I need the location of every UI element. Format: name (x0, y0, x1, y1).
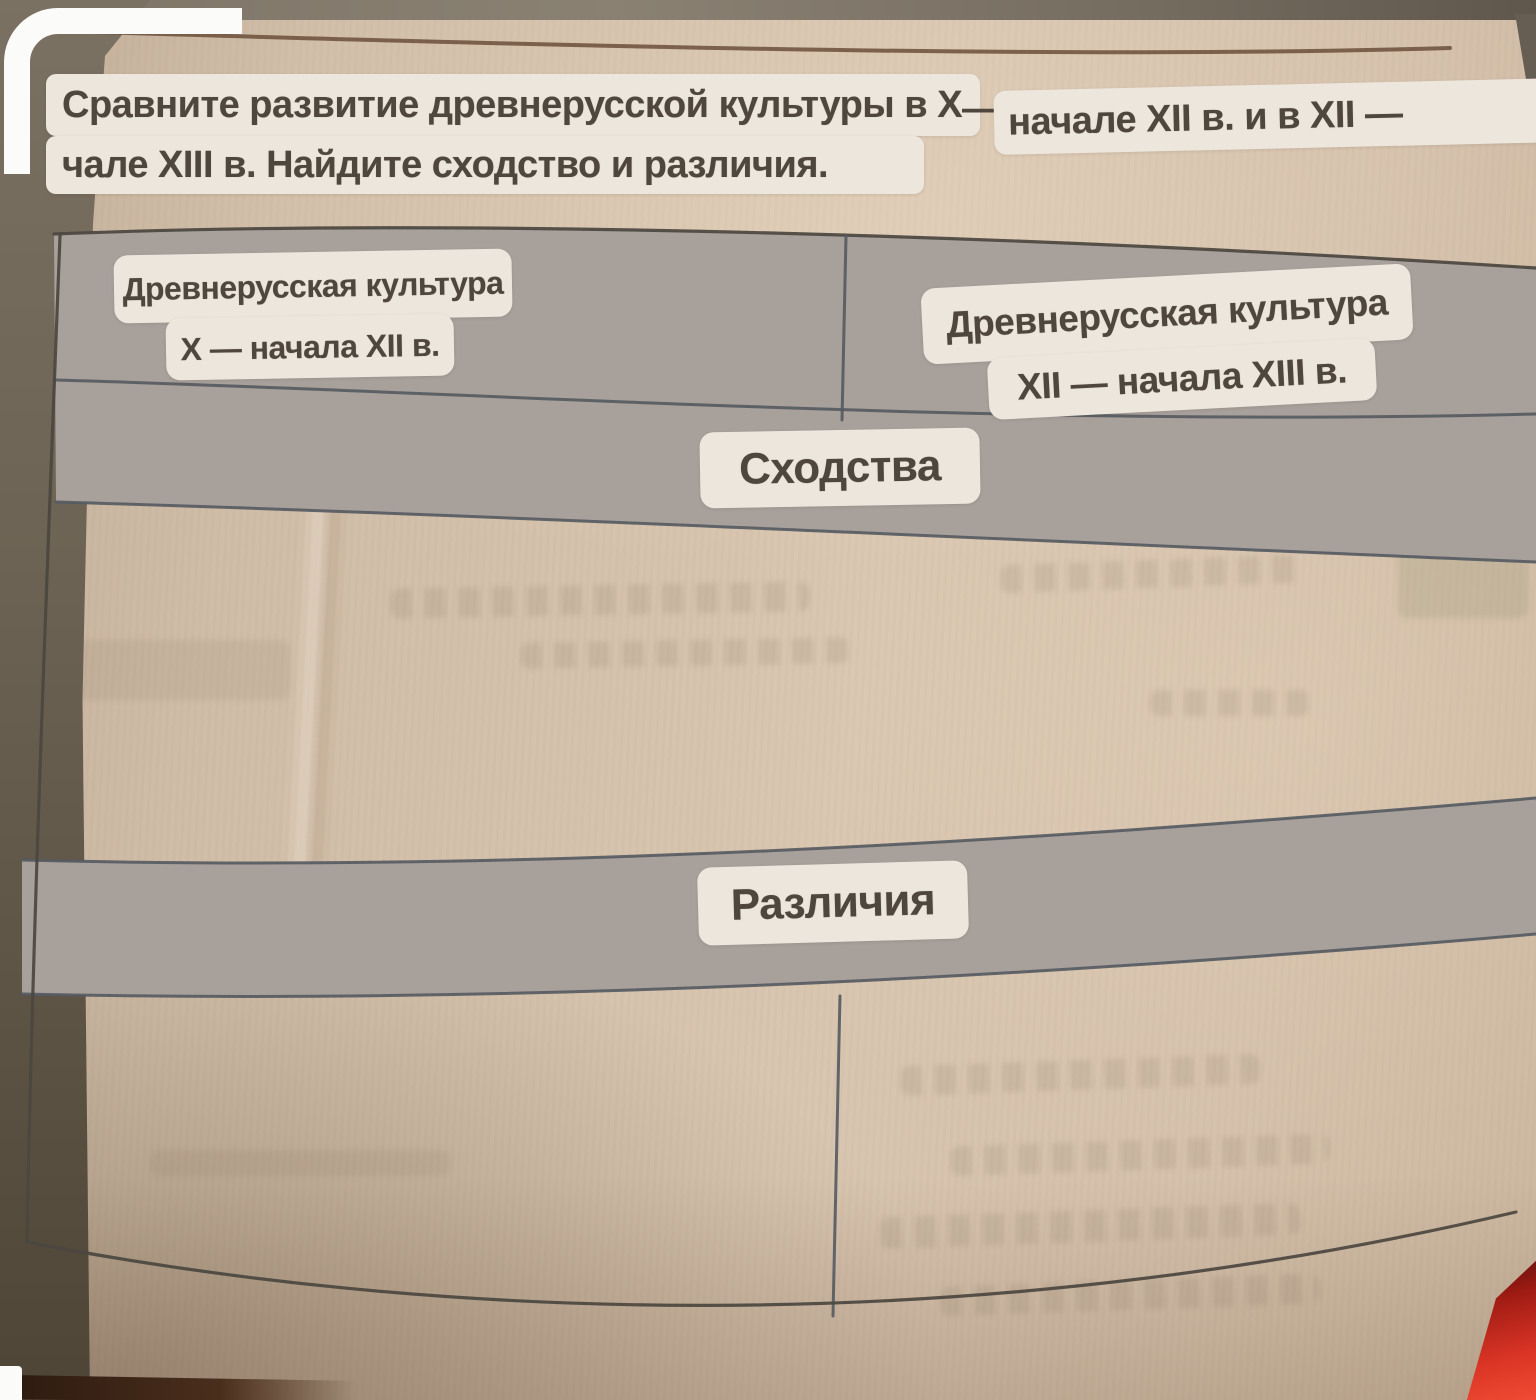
differences-band-bottom-border (20, 932, 1536, 998)
differences-row-label: Различия (696, 860, 970, 946)
differences-label-text: Различия (730, 875, 936, 930)
viewfinder-corner-top-left (4, 8, 242, 174)
bleed-through-text (1150, 690, 1310, 716)
column1-header-period: X — начала XII в. (180, 326, 440, 367)
table-top-border (52, 226, 1536, 270)
column2-header-title: Древнерусская культура (945, 281, 1389, 346)
table-bottom-border (24, 1210, 1518, 1307)
differences-band-top-border (20, 796, 1536, 865)
task-text-line1-highlight-2: начале XII в. и в XII — (993, 77, 1536, 155)
column1-header-line1: Древнерусская культура (113, 248, 513, 324)
viewfinder-corner-bottom-left (0, 1366, 22, 1400)
bleed-through-text (150, 1150, 450, 1176)
similarities-band-bottom-border (54, 500, 1536, 564)
task-text-line1-highlight: Сравните развитие древнерусской культуры… (46, 74, 980, 136)
task-text-line1-part1: Сравните развитие древнерусской культуры… (62, 83, 963, 126)
bleed-through-text (60, 640, 290, 700)
task-text-line1-part2: начале XII в. и в XII — (1007, 92, 1403, 144)
column2-header-period: XII — начала XIII в. (1016, 349, 1348, 408)
backdrop-top (0, 0, 1536, 20)
header-column-divider (840, 234, 848, 422)
page-top-rule-line (90, 30, 1452, 55)
lower-column-divider (831, 994, 842, 1318)
header-underline (54, 378, 1536, 419)
table-left-border (25, 234, 62, 1244)
column1-header-title: Древнерусская культура (122, 264, 504, 307)
similarities-row-label: Сходства (699, 427, 981, 509)
similarities-label-text: Сходства (738, 441, 942, 494)
column1-header-line2: X — начала XII в. (165, 313, 455, 381)
